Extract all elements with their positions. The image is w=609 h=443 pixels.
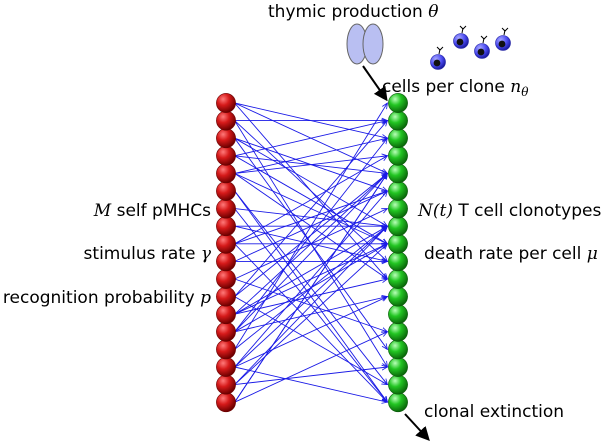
clonotypes-text: T cell clonotypes [458, 201, 602, 221]
self-pmhc-node [216, 339, 236, 360]
recognition-edge [234, 244, 388, 385]
recognition-edge [234, 173, 388, 403]
self-pmhc-label: M self pMHCs [94, 201, 211, 221]
self-pmhc-node [216, 321, 236, 342]
t-cell-clonotype-node [388, 251, 408, 272]
clonal-extinction-label: clonal extinction [424, 402, 564, 422]
recognition-edge [234, 156, 388, 174]
recognition-probability-symbol: p [200, 288, 211, 308]
t-cell-clonotype-node [388, 339, 408, 360]
recognition-edge [234, 120, 388, 262]
thymus-icon [346, 23, 384, 65]
t-cell-clonotype-node [388, 321, 408, 342]
lymphocyte-icon [430, 46, 446, 70]
stimulus-rate-text: stimulus rate [83, 244, 196, 264]
self-pmhc-node [216, 286, 236, 307]
self-pmhc-node [216, 374, 236, 395]
t-cell-clonotype-node [388, 145, 408, 166]
recognition-edge [234, 226, 388, 385]
recognition-edge [234, 173, 388, 315]
recognition-edge [234, 121, 388, 297]
t-cell-clonotype-node [388, 304, 408, 325]
t-cell-clonotype-node [388, 357, 408, 377]
cells-per-clone-label: cells per clone nθ [382, 77, 528, 102]
thymic-production-symbol: θ [428, 2, 439, 22]
self-pmhc-node [216, 216, 236, 237]
self-pmhc-node [216, 145, 236, 166]
thymus-lobe-right [362, 23, 384, 65]
self-pmhc-node [216, 181, 236, 201]
t-cell-clonotype-node [388, 110, 408, 131]
clone-cells-icon [430, 25, 511, 70]
cells-per-clone-text: cells per clone [382, 77, 505, 97]
recognition-edge [234, 138, 388, 333]
recognition-edge [234, 103, 388, 350]
death-rate-label: death rate per cell μ [424, 244, 598, 264]
self-pmhc-node [216, 304, 236, 325]
t-cell-clonotype-node [388, 93, 408, 113]
self-pmhc-node [216, 269, 236, 289]
lymphocyte-icon [495, 27, 511, 51]
self-pmhc-node [216, 357, 236, 377]
recognition-edge [234, 332, 388, 403]
clonotypes-label: N(t) T cell clonotypes [418, 201, 601, 221]
death-rate-text: death rate per cell [424, 244, 582, 264]
recognition-edge [234, 243, 388, 402]
t-cell-clonotype-node [388, 181, 408, 201]
clonal-extinction-arrow [404, 413, 430, 442]
recognition-probability-text: recognition probability [2, 288, 195, 308]
t-cell-clonotype-column [388, 93, 408, 413]
death-rate-symbol: μ [586, 244, 598, 264]
self-pmhc-node [216, 198, 236, 219]
recognition-edge [234, 137, 388, 226]
self-pmhc-node [216, 251, 236, 272]
recognition-edge [234, 366, 388, 402]
self-pmhc-column [216, 93, 236, 413]
t-cell-clonotype-node [388, 216, 408, 237]
self-pmhc-text: self pMHCs [116, 201, 211, 221]
t-cell-clonotype-node [388, 233, 408, 254]
recognition-edge [234, 173, 388, 333]
recognition-edge [234, 367, 388, 386]
t-cell-clonotype-node [388, 198, 408, 219]
self-pmhc-node [216, 163, 236, 184]
thymic-output-arrow [362, 65, 388, 102]
stimulus-rate-symbol: γ [200, 244, 211, 264]
cells-per-clone-subscript: θ [521, 85, 529, 99]
t-cell-clonotype-node [388, 269, 408, 289]
clonotypes-symbol: N(t) [418, 201, 453, 221]
clonal-extinction-text: clonal extinction [424, 402, 565, 422]
self-pmhc-node [216, 110, 236, 131]
recognition-edges [234, 103, 388, 403]
t-cell-clonotype-node [388, 392, 408, 413]
t-cell-clonotype-node [388, 374, 408, 395]
stimulus-rate-label: stimulus rate γ [84, 244, 211, 264]
recognition-edge [234, 297, 388, 368]
self-pmhc-node [216, 233, 236, 254]
self-pmhc-symbol: M [93, 201, 112, 221]
self-pmhc-node [216, 93, 236, 113]
recognition-probability-label: recognition probability p [3, 288, 211, 308]
recognition-edge [234, 121, 388, 157]
self-pmhc-node [216, 128, 236, 149]
thymic-production-label: thymic production θ [268, 2, 438, 22]
cells-per-clone-symbol: n [510, 77, 522, 97]
lymphocyte-icon [474, 35, 490, 59]
self-pmhc-node [216, 392, 236, 413]
t-cell-clonotype-node [388, 163, 408, 184]
t-cell-clonotype-node [388, 286, 408, 307]
recognition-edge [234, 138, 388, 174]
thymic-production-text: thymic production [268, 2, 423, 22]
lymphocyte-icon [453, 25, 469, 49]
recognition-edge [234, 226, 388, 368]
recognition-edge [234, 191, 388, 368]
t-cell-clonotype-node [388, 128, 408, 149]
